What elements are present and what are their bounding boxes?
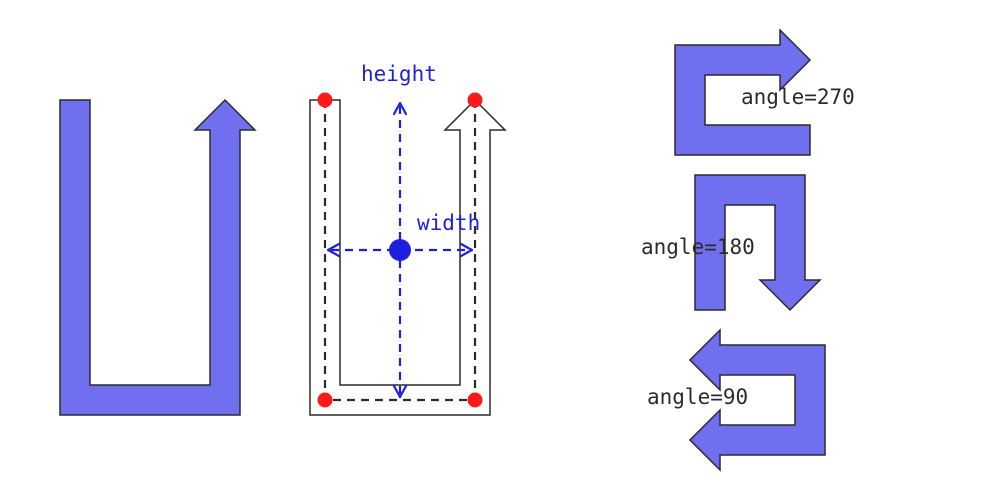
uturn-arrow-outline [309, 98, 507, 416]
control-point-bottom-left [317, 392, 333, 408]
control-point-bottom-right [467, 392, 483, 408]
angle-270-label: angle=270 [741, 85, 855, 109]
width-label: width [417, 211, 480, 235]
control-point-top-right [467, 92, 483, 108]
uturn-arrow-angle-270 [674, 28, 812, 156]
uturn-arrow-angle-90 [688, 328, 826, 472]
height-arrowhead-bottom [392, 384, 408, 399]
width-arrowhead-right [459, 242, 474, 258]
angle-180-label: angle=180 [641, 235, 755, 259]
height-arrowhead-top [392, 101, 408, 116]
uturn-arrow-angle-180 [694, 174, 822, 312]
width-arrowhead-left [326, 242, 341, 258]
control-point-top-left [317, 92, 333, 108]
uturn-arrow-filled [59, 98, 257, 416]
angle-90-label: angle=90 [647, 385, 748, 409]
uturn-arrow-dimension-figure: height width [309, 62, 507, 416]
center-point [389, 239, 411, 261]
height-label: height [361, 62, 437, 86]
